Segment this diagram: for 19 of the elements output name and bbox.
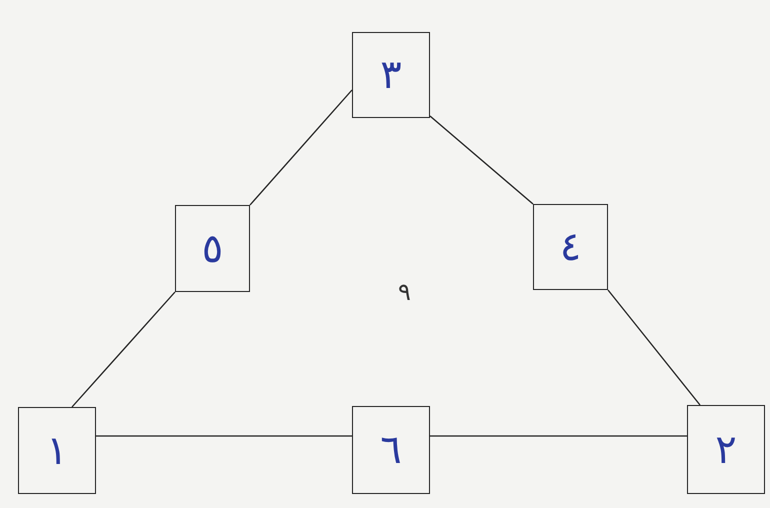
handwritten-digit: ٣: [380, 55, 402, 95]
connector-line: [72, 292, 176, 408]
number-box: [175, 205, 250, 292]
connector-line: [430, 435, 687, 437]
number-box: [352, 406, 430, 494]
handwritten-digit: ٤: [560, 227, 582, 267]
connector-line: [96, 435, 352, 437]
number-box: [533, 204, 608, 290]
number-box: [352, 32, 430, 118]
number-box: [687, 405, 765, 494]
connector-line: [608, 290, 700, 406]
handwritten-digit: ٦: [380, 430, 402, 470]
number-box: [18, 407, 96, 494]
handwritten-digit: ٥: [202, 228, 224, 268]
handwritten-digit: ١: [46, 430, 68, 470]
connector-line: [430, 116, 534, 204]
center-digit: ٩: [398, 280, 411, 304]
connector-line: [250, 90, 352, 206]
handwritten-digit: ٢: [715, 430, 737, 470]
